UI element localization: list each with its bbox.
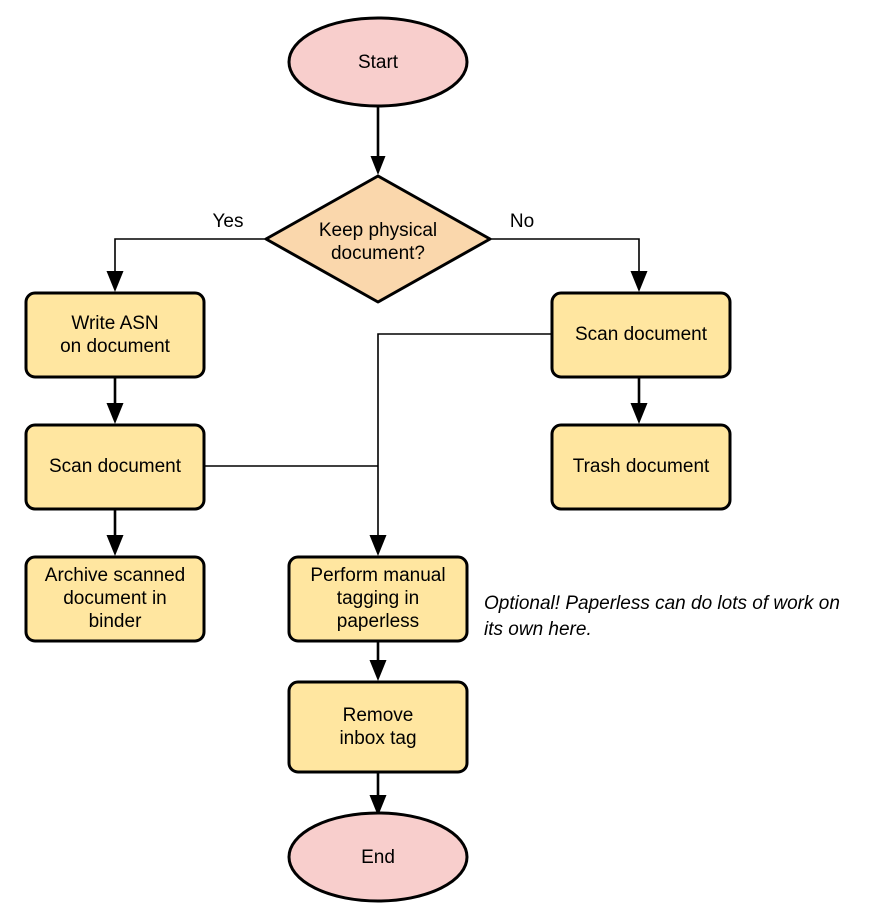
node-archive-label-line2: document in — [63, 588, 167, 609]
write-asn-box-shape — [24, 291, 206, 379]
arrow-head-icon — [630, 403, 648, 424]
node-scan-document-left[interactable]: Scan document — [24, 423, 206, 511]
node-remove-inbox-label-line1: Remove — [343, 705, 414, 726]
arrow-head-icon — [106, 403, 124, 424]
start-ellipse-shape — [287, 16, 469, 108]
decision-diamond-shape — [264, 174, 492, 304]
node-trash-document-label: Trash document — [573, 456, 710, 477]
node-end[interactable]: End — [287, 811, 469, 903]
trash-document-box-shape — [550, 423, 732, 511]
node-decision-label-line1: Keep physical — [319, 220, 437, 241]
node-archive-scanned-document[interactable]: Archive scanned document in binder — [24, 555, 206, 643]
tagging-box-shape — [287, 555, 469, 643]
node-tagging-label-line1: Perform manual — [310, 565, 445, 586]
edge-remove-inbox-to-end — [369, 772, 387, 816]
edge-tagging-to-remove-inbox — [369, 641, 387, 681]
archive-box-shape — [24, 555, 206, 643]
arrow-head-icon — [369, 535, 387, 556]
node-scan-document-left-label: Scan document — [49, 456, 182, 477]
annotation-note-line1: Optional! Paperless can do lots of work … — [484, 593, 840, 614]
arrow-head-icon — [106, 535, 124, 556]
edge-scan-right-to-tagging — [377, 333, 552, 541]
edge-scan-left-to-archive — [106, 509, 124, 556]
node-trash-document[interactable]: Trash document — [550, 423, 732, 511]
annotation-note: Optional! Paperless can do lots of work … — [484, 593, 840, 640]
node-archive-label-line1: Archive scanned — [45, 565, 185, 586]
edge-write-asn-to-scan-left — [106, 377, 124, 424]
node-decision-label-line2: document? — [331, 243, 425, 264]
node-decision-keep-physical-document[interactable]: Keep physical document? — [264, 174, 492, 304]
edge-decision-no-to-scan-right — [490, 238, 648, 292]
edge-label-no: No — [510, 211, 534, 232]
node-start-label: Start — [358, 52, 399, 73]
node-write-asn-label-line1: Write ASN — [71, 313, 158, 334]
edge-scan-right-to-trash — [630, 377, 648, 424]
node-end-label: End — [361, 847, 395, 868]
arrow-head-icon — [369, 795, 387, 816]
arrow-head-icon — [369, 660, 387, 681]
node-scan-document-right-label: Scan document — [575, 324, 708, 345]
node-archive-label-line3: binder — [89, 611, 142, 632]
node-start[interactable]: Start — [287, 16, 469, 108]
node-write-asn-on-document[interactable]: Write ASN on document — [24, 291, 206, 379]
node-scan-document-right[interactable]: Scan document — [550, 291, 732, 379]
scan-document-right-box-shape — [550, 291, 732, 379]
arrow-head-icon — [630, 271, 648, 292]
node-remove-inbox-label-line2: inbox tag — [339, 728, 416, 749]
edge-decision-yes-to-write-asn — [106, 238, 266, 292]
node-write-asn-label-line2: on document — [60, 336, 171, 357]
arrow-head-icon — [106, 271, 124, 292]
scan-document-left-box-shape — [24, 423, 206, 511]
edge-start-to-decision — [370, 104, 386, 175]
edge-merge-arrow — [369, 535, 387, 556]
remove-inbox-box-shape — [287, 680, 469, 774]
edge-label-yes: Yes — [213, 211, 244, 232]
end-ellipse-shape — [287, 811, 469, 903]
node-tagging-label-line3: paperless — [337, 611, 419, 632]
node-perform-manual-tagging[interactable]: Perform manual tagging in paperless — [287, 555, 469, 643]
annotation-note-line2: its own here. — [484, 619, 592, 640]
arrow-head-icon — [370, 156, 386, 175]
node-tagging-label-line2: tagging in — [337, 588, 419, 609]
node-remove-inbox-tag[interactable]: Remove inbox tag — [287, 680, 469, 774]
